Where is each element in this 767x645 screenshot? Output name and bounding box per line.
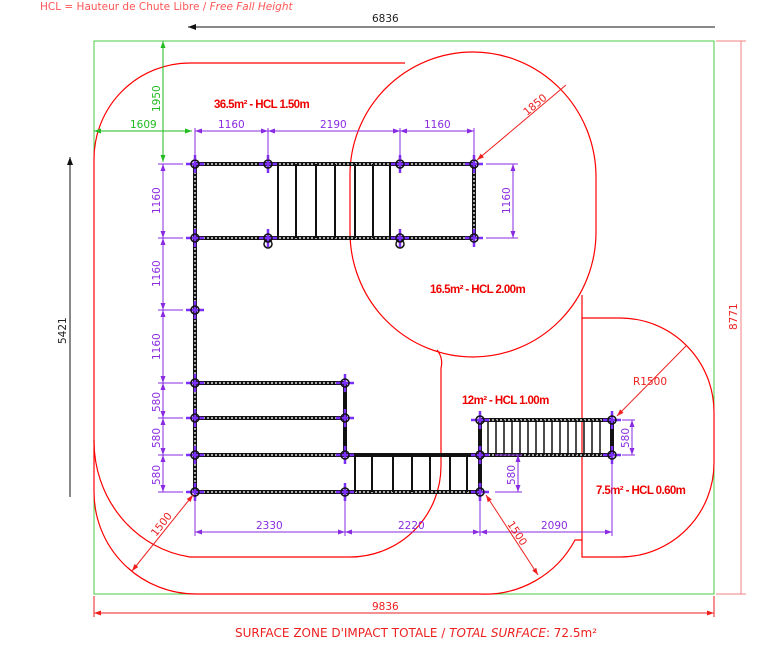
dimension-offset-x-1609: 1609 (94, 119, 192, 134)
zone-outline-small (581, 295, 715, 558)
zone-label-12: 12m² - HCL 1.00m (462, 395, 549, 407)
svg-text:1609: 1609 (130, 119, 157, 131)
dim-bottom-3: 2090 (541, 520, 568, 532)
dim-top-3: 1160 (424, 119, 451, 131)
post-marker (336, 483, 354, 501)
red-radius-lines (131, 84, 687, 576)
dim-top-1: 1160 (218, 119, 245, 131)
dim-bottom-2: 2220 (398, 520, 425, 532)
post-marker (465, 229, 483, 247)
post (340, 487, 350, 497)
post-marker (336, 446, 354, 464)
purple-dimension-lines (158, 128, 635, 536)
post-marker (186, 446, 204, 464)
post (475, 415, 485, 425)
dimension-top-6836: 6836 (188, 13, 715, 30)
post-marker (471, 446, 489, 464)
post-markers (186, 155, 621, 501)
dim-left-2: 1160 (151, 260, 163, 287)
post-marker (259, 229, 277, 247)
dim-radius-r1500: R1500 (633, 376, 667, 388)
zone-outline-circle (349, 51, 597, 358)
dim-bottom-1: 2330 (256, 520, 283, 532)
post (190, 305, 200, 315)
post (475, 487, 485, 497)
impact-zones (93, 51, 715, 595)
svg-text:9836: 9836 (372, 601, 399, 613)
post (469, 233, 479, 243)
zone-label-7-5: 7.5m² - HCL 0.60m (596, 485, 686, 497)
post-marker (471, 411, 489, 429)
dim-left-5: 580 (151, 428, 163, 448)
post-marker (603, 411, 621, 429)
dim-top-2: 2190 (320, 119, 347, 131)
post (340, 378, 350, 388)
post-marker (186, 374, 204, 392)
dim-radius-1850: 1850 (521, 92, 549, 118)
play-structure (186, 155, 621, 501)
post (190, 378, 200, 388)
post-marker (186, 229, 204, 247)
zone-label-36-5: 36.5m² - HCL 1.50m (214, 99, 309, 111)
dimension-right-8771: 8771 (716, 40, 746, 595)
dimension-offset-y-1950: 1950 (151, 41, 166, 162)
dim-middle-580: 580 (506, 465, 518, 485)
dim-right-top: 1160 (501, 187, 513, 214)
dim-left-3: 1160 (151, 333, 163, 360)
post-marker (471, 483, 489, 501)
total-surface-caption: SURFACE ZONE D'IMPACT TOTALE / TOTAL SUR… (235, 626, 597, 640)
svg-text:6836: 6836 (372, 13, 399, 25)
post-marker (186, 409, 204, 427)
dim-clearance-bottom: 1500 (504, 519, 529, 548)
post (475, 450, 485, 460)
post (190, 450, 200, 460)
dim-left-4: 580 (151, 392, 163, 412)
post (263, 233, 273, 243)
post (190, 413, 200, 423)
post (190, 487, 200, 497)
post-marker (336, 374, 354, 392)
post (607, 450, 617, 460)
post-marker (603, 446, 621, 464)
dim-right-580: 580 (620, 428, 632, 448)
post (340, 450, 350, 460)
post-marker (186, 301, 204, 319)
post (190, 233, 200, 243)
legend: HCL = Hauteur de Chute Libre / Free Fall… (40, 1, 293, 13)
zone-outline-inner (93, 349, 443, 558)
svg-text:8771: 8771 (728, 303, 740, 330)
post (340, 413, 350, 423)
dimension-left-5421: 5421 (57, 157, 73, 497)
dimension-bottom-9836: 9836 (93, 596, 715, 617)
post (395, 233, 405, 243)
zone-outline-1 (93, 62, 583, 595)
dim-left-1: 1160 (151, 187, 163, 214)
svg-text:5421: 5421 (57, 317, 69, 344)
post-marker (336, 409, 354, 427)
dim-left-6: 580 (151, 465, 163, 485)
post-marker (391, 229, 409, 247)
zone-label-16-5: 16.5m² - HCL 2.00m (430, 284, 525, 296)
post (607, 415, 617, 425)
svg-text:1950: 1950 (151, 85, 163, 112)
post-marker (186, 483, 204, 501)
